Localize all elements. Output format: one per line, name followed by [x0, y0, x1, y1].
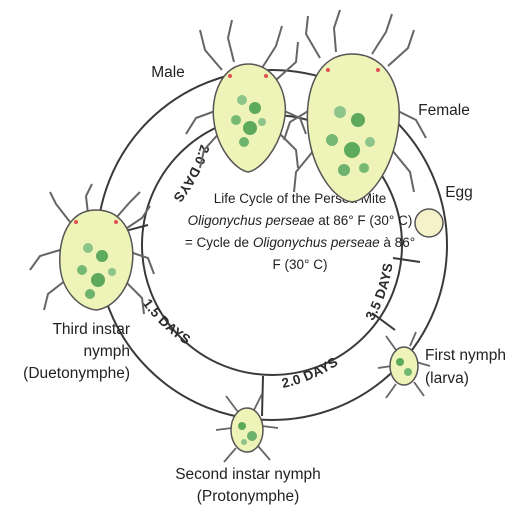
label-male: Male [151, 64, 185, 81]
label-second-nymph: Second instar nymph (Protonymphe) [175, 466, 321, 505]
title-line-4: F (30° C) [273, 257, 328, 272]
title-line-3: = Cycle de Oligonychus perseae à 86° [185, 235, 415, 250]
svg-text:Second instar nymph: Second instar nymph [175, 466, 321, 483]
svg-text:nymph: nymph [83, 343, 130, 360]
label-egg: Egg [445, 184, 473, 201]
svg-text:(Protonymphe): (Protonymphe) [197, 488, 300, 505]
label-female: Female [418, 102, 470, 119]
svg-text:First nymph: First nymph [425, 347, 506, 364]
svg-text:(larva): (larva) [425, 370, 469, 387]
title-line-2: Oligonychus perseae at 86° F (30° C) [188, 213, 413, 228]
svg-text:Third instar: Third instar [52, 321, 130, 338]
egg-icon [415, 209, 443, 237]
label-third-nymph: Third instar nymph (Duetonymphe) [23, 321, 130, 382]
svg-text:(Duetonymphe): (Duetonymphe) [23, 365, 130, 382]
label-first-nymph: First nymph (larva) [425, 347, 506, 387]
